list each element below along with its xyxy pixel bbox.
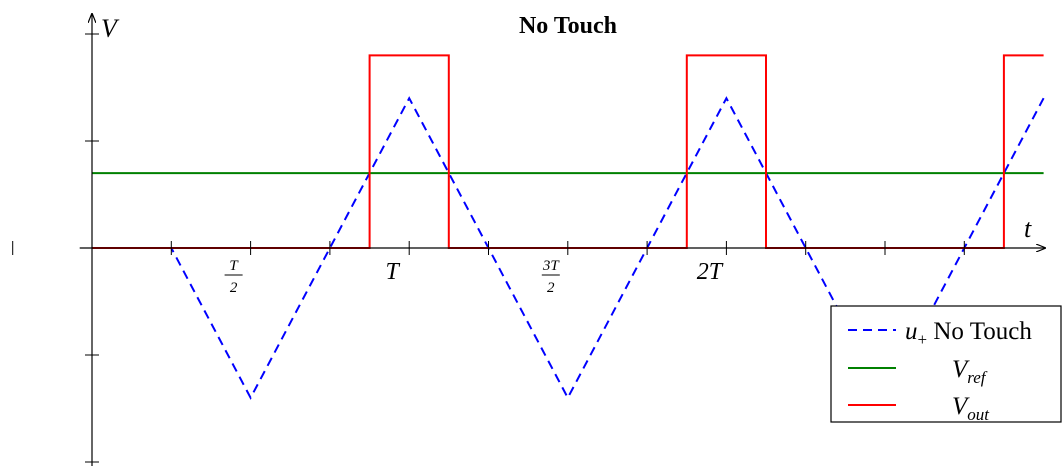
x-tick-label-num: T [229,258,239,274]
x-tick-label-den: 2 [547,280,555,296]
legend-label-0: u+ No Touch [905,318,1032,349]
chart-title: No Touch [519,13,617,39]
axes-layer [12,14,1045,466]
x-tick-label-0: T2 [224,258,243,296]
x-tick-label-2: 3T2 [541,258,561,296]
x-tick-label-den: 2 [230,280,238,296]
y-axis-label: V [101,14,120,43]
legend-label-1: Vref [952,356,988,387]
x-tick-label-num: 3T [542,258,561,274]
x-tick-label-3: 2T [697,259,724,285]
legend-label-2: Vout [952,393,990,424]
series-line-2 [92,54,1044,249]
x-axis-label: t [1024,214,1032,243]
series-layer [92,54,1045,400]
series-line-0 [92,96,1045,400]
x-tick-label-1: T [386,259,401,285]
legend-box [830,305,1062,423]
